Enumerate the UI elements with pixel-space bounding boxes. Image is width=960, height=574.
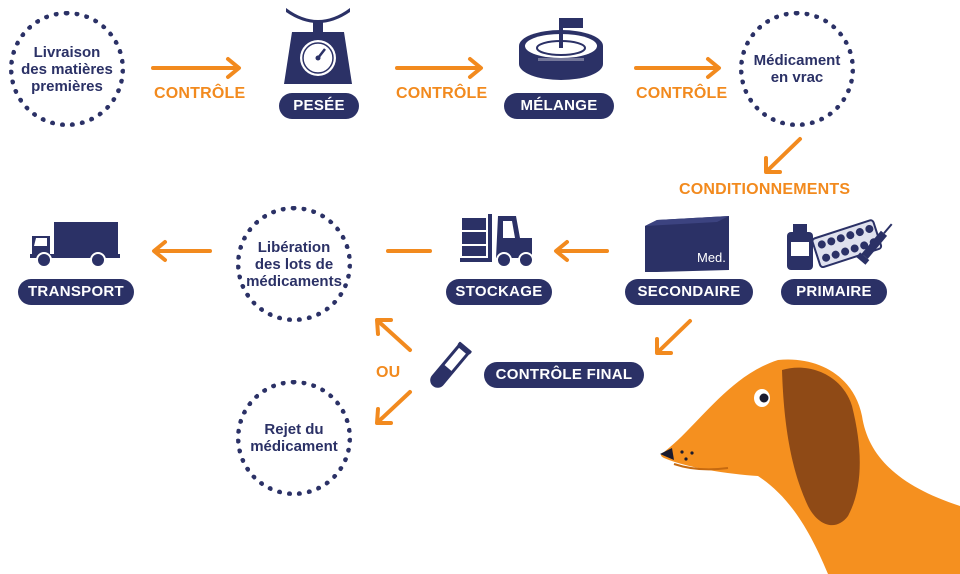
node-livraison: Livraison des matières premières bbox=[9, 11, 125, 127]
med-box-label: Med. bbox=[697, 250, 726, 265]
arrow-ou-to-rejet bbox=[375, 390, 412, 425]
medicine-box-icon: Med. bbox=[645, 216, 729, 272]
arrow-secondaire-to-controle-final bbox=[655, 319, 692, 355]
label-ou: OU bbox=[376, 364, 401, 381]
step-controle-final: CONTRÔLE FINAL bbox=[484, 362, 644, 388]
arrow-livraison-to-pesee bbox=[151, 57, 241, 79]
node-liberation: Libération des lots de médicaments bbox=[236, 206, 352, 322]
scale-icon bbox=[284, 8, 352, 84]
truck-icon bbox=[30, 222, 120, 268]
dog-illustration bbox=[660, 359, 960, 574]
forklift-icon bbox=[460, 214, 534, 268]
step-transport: TRANSPORT bbox=[18, 279, 134, 305]
pills-syringe-icon bbox=[787, 219, 893, 270]
label-controle-2: CONTRÔLE bbox=[396, 85, 488, 102]
label-controle-3: CONTRÔLE bbox=[636, 85, 728, 102]
arrow-vrac-to-conditionnements bbox=[764, 137, 802, 174]
arrow-ou-to-liberation bbox=[375, 318, 412, 352]
mixer-icon bbox=[519, 18, 603, 80]
node-medicament-vrac: Médicament en vrac bbox=[739, 11, 855, 127]
step-primaire: PRIMAIRE bbox=[781, 279, 887, 305]
label-controle-1: CONTRÔLE bbox=[154, 85, 246, 102]
label-conditionnements: CONDITIONNEMENTS bbox=[679, 181, 851, 198]
step-stockage: STOCKAGE bbox=[446, 279, 552, 305]
arrow-liberation-to-transport bbox=[152, 240, 212, 262]
arrow-pesee-to-melange bbox=[395, 57, 483, 79]
step-melange: MÉLANGE bbox=[504, 93, 614, 119]
arrow-melange-to-vrac bbox=[634, 57, 721, 79]
step-secondaire: SECONDAIRE bbox=[625, 279, 753, 305]
test-tube-icon bbox=[430, 341, 472, 388]
step-pesee: PESÉE bbox=[279, 93, 359, 119]
node-rejet: Rejet du médicament bbox=[236, 380, 352, 496]
arrow-secondaire-to-stockage bbox=[554, 240, 609, 262]
